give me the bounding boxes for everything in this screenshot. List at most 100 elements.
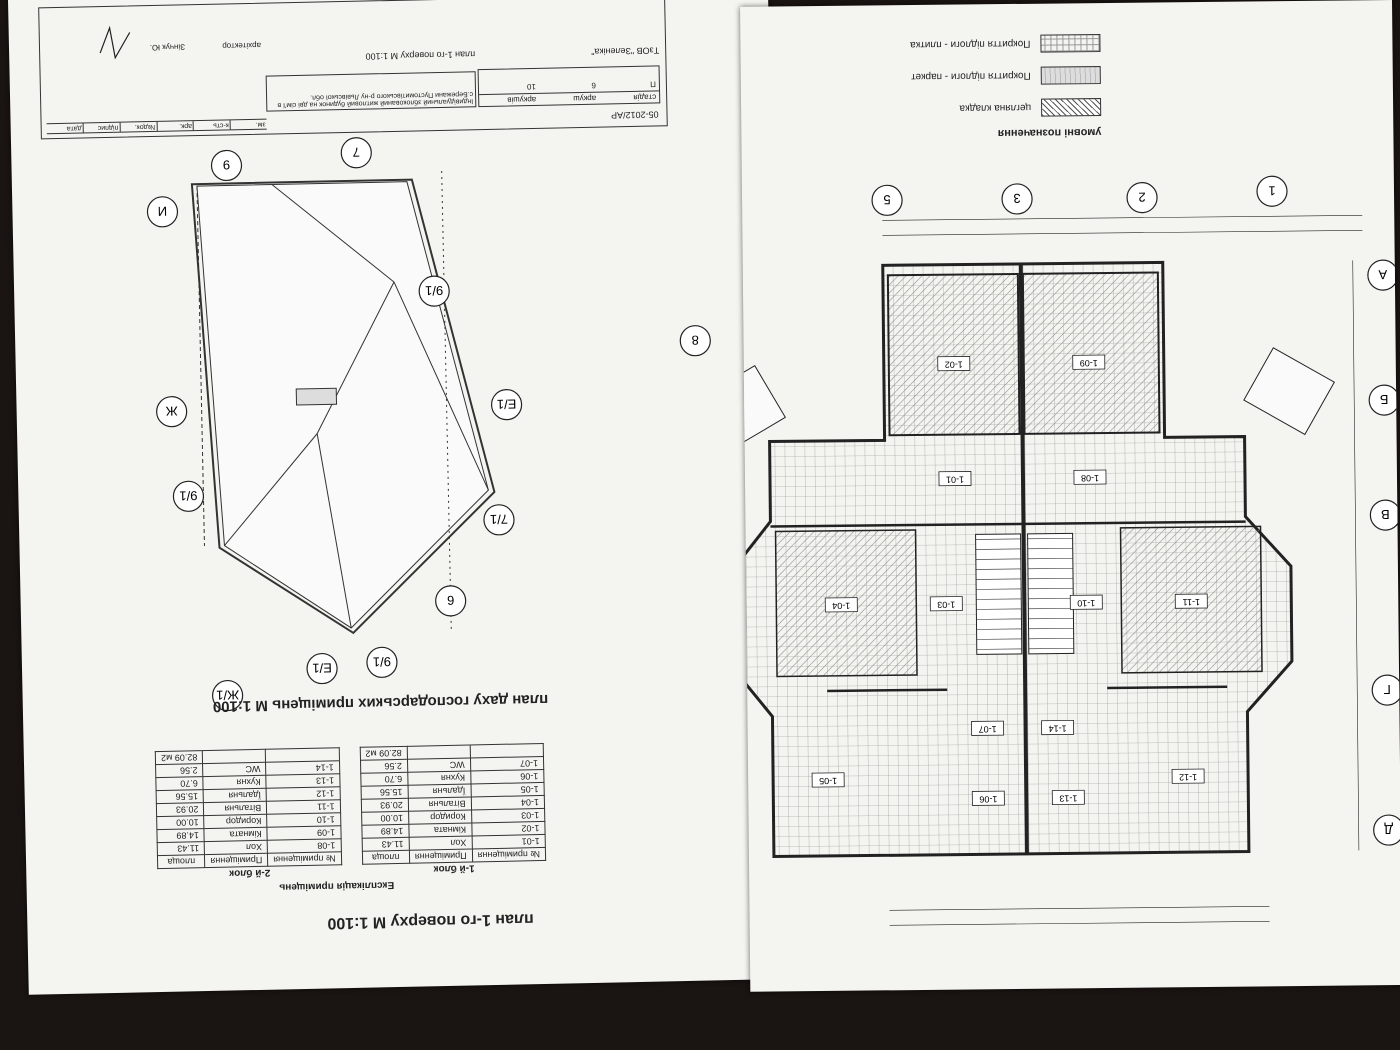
table-cell: 14.89	[361, 824, 409, 839]
col-stage: стадія	[633, 92, 657, 102]
table-cell: Хол	[204, 840, 268, 855]
table-cell: 10.00	[156, 815, 205, 830]
room-number: 1-08	[1081, 473, 1099, 483]
axis-label: 7	[352, 145, 360, 160]
table-cell: 1-12	[266, 786, 340, 802]
sign-header: к-сть	[192, 120, 230, 131]
legend-title: умовні позначення	[997, 126, 1102, 140]
room-number: 1-09	[1080, 358, 1098, 368]
axis-marker: Б	[1368, 384, 1400, 416]
table-cell: 1-04	[470, 795, 545, 810]
table-cell: 15.56	[360, 785, 409, 800]
parquet-swatch	[1040, 66, 1101, 85]
legend-item: Покриття підлоги - плитка	[820, 34, 1101, 55]
table-header: Приміщення	[204, 853, 268, 868]
col-sheet: аркуш	[573, 93, 597, 104]
table-cell: Кімната	[204, 827, 268, 842]
axis-label: А	[1378, 267, 1387, 282]
axis-label: 9/1	[373, 654, 391, 669]
axis-marker: Ж	[156, 396, 188, 428]
axis-label: 8	[692, 333, 700, 348]
axis-marker: 3	[1001, 183, 1033, 215]
axis-label: 6	[447, 593, 455, 608]
table-cell: 6.70	[360, 772, 408, 787]
room-tag: 1-11	[1174, 593, 1208, 609]
sign-header: підпис	[82, 122, 120, 133]
room-tag: 1-09	[1072, 354, 1106, 370]
axis-marker: 9/1	[366, 646, 398, 678]
room-number: 1-11	[1183, 597, 1200, 607]
table-cell: 1-13	[266, 773, 340, 789]
axis-label: В	[1381, 507, 1390, 522]
axis-label: 2	[1138, 190, 1145, 205]
block2-total: 82.09 м2	[155, 750, 203, 765]
axis-marker: 8	[679, 325, 711, 357]
axis-label: 5	[883, 192, 890, 207]
axis-marker: Е/1	[490, 389, 523, 421]
axis-label: И	[158, 204, 168, 219]
sign-header: дата	[66, 124, 82, 132]
table-cell: Кімната	[408, 822, 472, 838]
left-sheet: 05-2012/АР стадія аркуш аркушів П 6 10 І…	[8, 0, 789, 995]
room-tag: 1-03	[929, 596, 963, 612]
table-cell: 2.56	[360, 759, 408, 774]
title-block: 05-2012/АР стадія аркуш аркушів П 6 10 І…	[38, 0, 668, 140]
table-cell: 1-03	[471, 808, 545, 823]
table-cell: Вітальня	[408, 796, 472, 812]
signature-scribble	[99, 25, 131, 60]
room-tag: 1-12	[1171, 768, 1205, 784]
table-cell: 10.00	[361, 811, 409, 826]
table-cell: 1-14	[265, 760, 340, 776]
table-cell: WC	[202, 762, 267, 777]
table-header: № приміщення	[472, 847, 546, 862]
sign-header: №док.	[119, 121, 157, 132]
room-number: 1-07	[979, 724, 997, 734]
company: ТзОВ "Зеленіка"	[591, 45, 660, 57]
room-tag: 1-14	[1041, 719, 1075, 736]
table-cell: 14.89	[157, 828, 205, 843]
room-number: 1-13	[1059, 793, 1077, 803]
room-number: 1-14	[1049, 723, 1067, 733]
room-number: 1-12	[1179, 772, 1197, 782]
axis-label: 3	[1013, 191, 1020, 206]
axis-label: Ж	[165, 404, 177, 419]
role: архітектор	[222, 40, 262, 51]
legend-label: цегляна кладка	[959, 102, 1032, 115]
table-cell: 1-08	[267, 838, 342, 854]
table-cell: 1-02	[471, 821, 546, 836]
room-tag: 1-13	[1051, 789, 1085, 806]
room-tag: 1-04	[824, 597, 858, 613]
axis-label: 9/1	[425, 283, 443, 298]
room-tag: 1-08	[1073, 469, 1107, 485]
signature-grid: зм. к-сть арк. №док. підпис дата архітек…	[44, 10, 267, 135]
table-cell: Їдальня	[203, 788, 267, 803]
legend: умовні позначення цегляна кладка Покритт…	[820, 18, 1101, 141]
table-header: площа	[157, 854, 206, 869]
table-cell: Кухня	[407, 770, 471, 786]
sheet: 6	[591, 80, 597, 90]
table-cell: 20.93	[156, 802, 205, 817]
table-header: Приміщення	[409, 848, 473, 864]
room-tag: 1-02	[937, 356, 971, 372]
table-cell: 1-09	[267, 825, 341, 841]
tile-swatch	[1040, 34, 1101, 53]
table-cell: WC	[407, 757, 471, 773]
brick-swatch	[1041, 98, 1102, 117]
table-cell: 2.56	[155, 763, 204, 778]
room-tag: 1-10	[1069, 594, 1103, 610]
table-cell: 1-05	[470, 782, 545, 797]
table-cell: 11.43	[157, 841, 205, 856]
table-cell: 1-07	[470, 756, 544, 771]
legend-item: Покриття підлоги - паркет	[821, 66, 1101, 87]
table-cell: Їдальня	[407, 783, 471, 799]
table-cell: 1-10	[266, 812, 341, 828]
table-header: № приміщення	[267, 851, 342, 867]
table-cell: Кухня	[203, 775, 267, 790]
table-cell: Хол	[408, 835, 473, 851]
table-cell: 6.70	[156, 776, 204, 791]
axis-label: 9	[223, 157, 231, 172]
